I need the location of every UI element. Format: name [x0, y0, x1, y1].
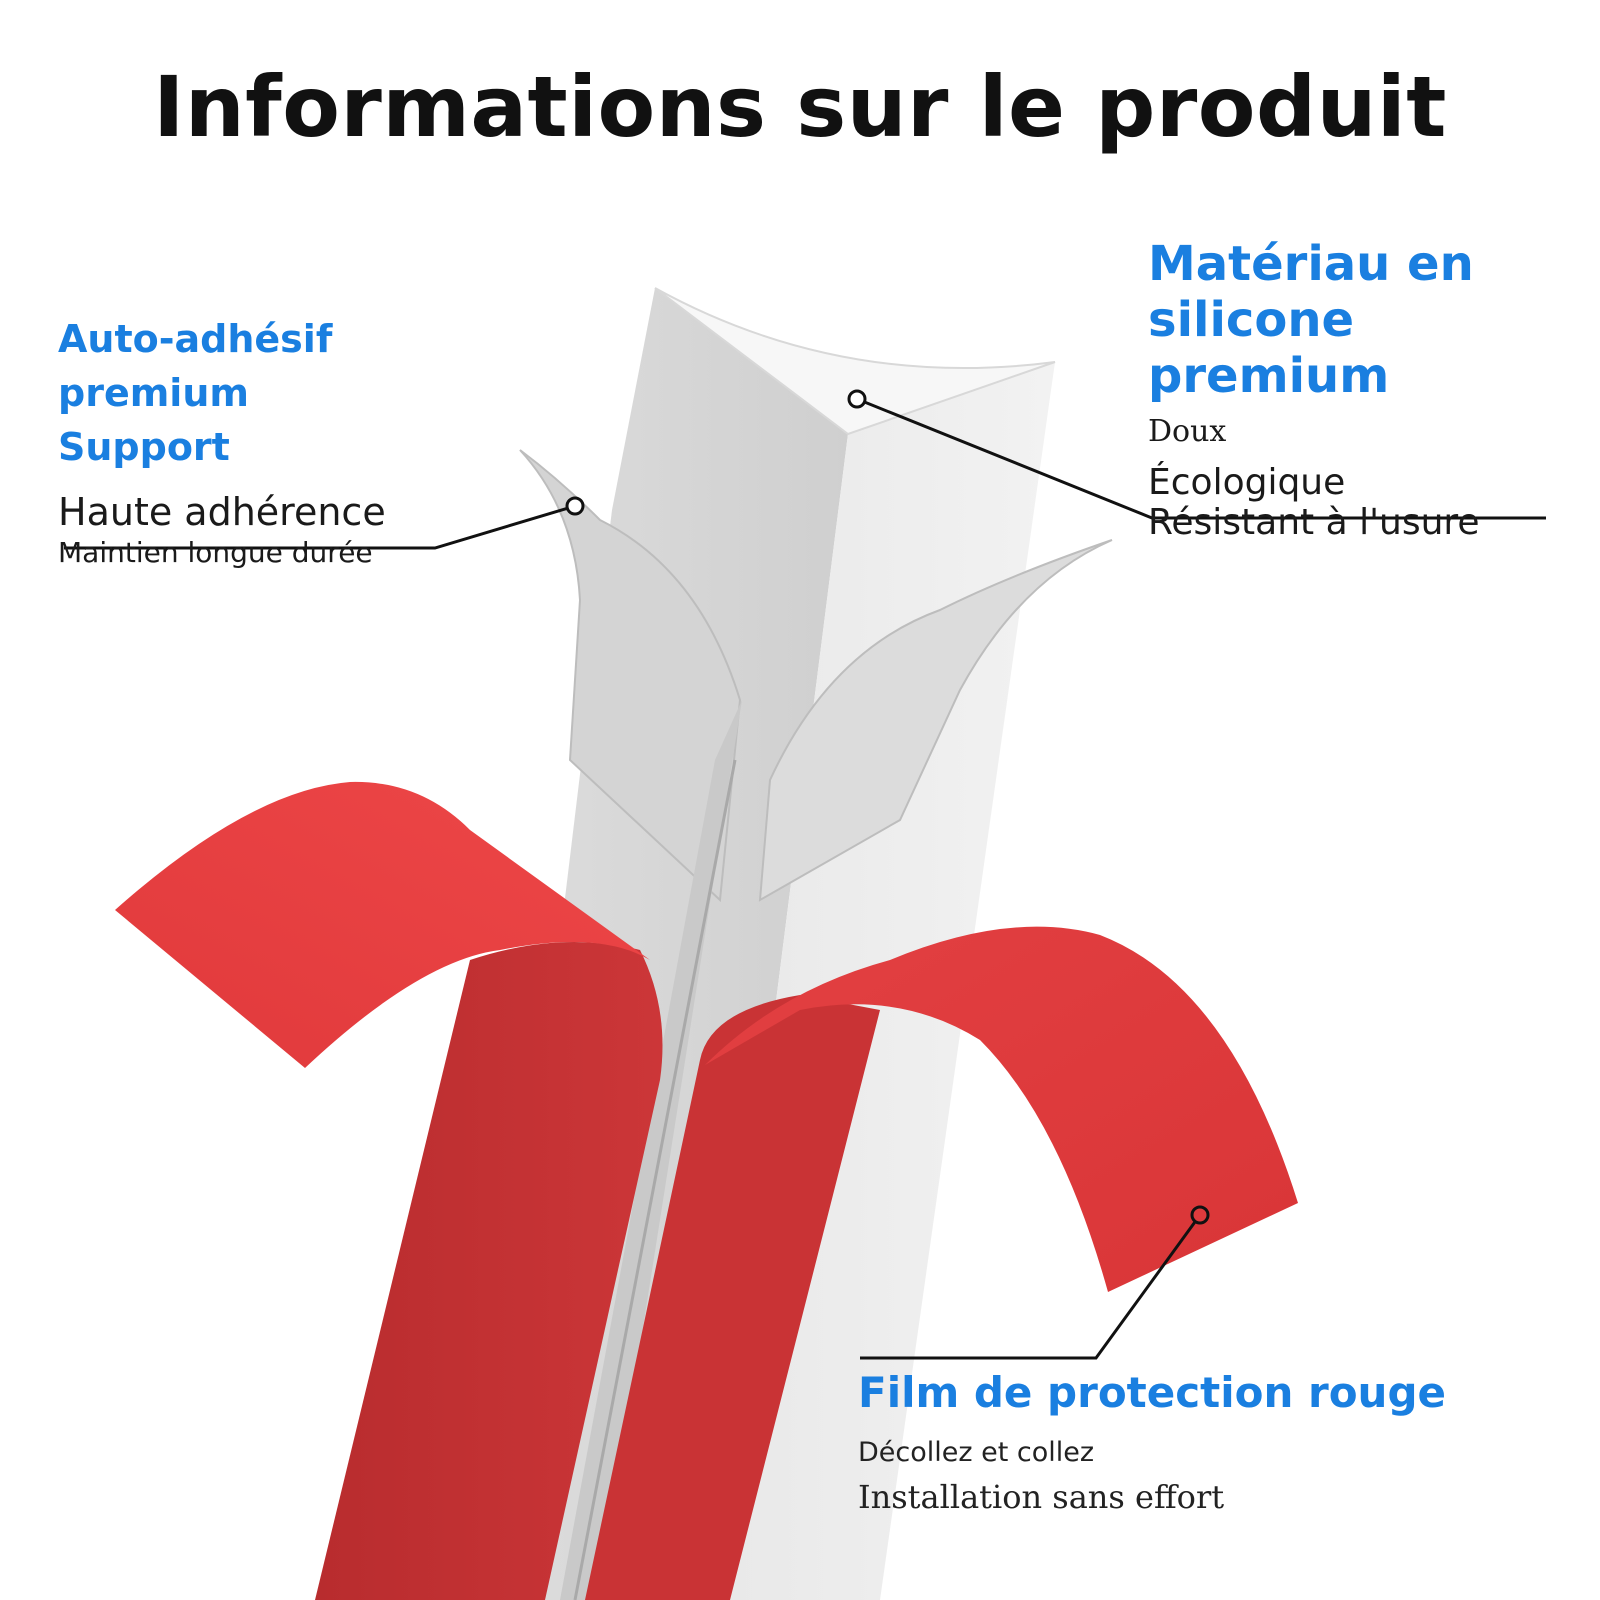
right-adhesive-flap — [758, 539, 1113, 902]
center-edge — [560, 700, 742, 1600]
leader-bottom — [860, 1214, 1202, 1360]
callout-adhesive-line-1: Haute adhérence — [58, 490, 386, 534]
leader-dot-left — [565, 496, 585, 516]
leader-dot-right — [847, 389, 867, 409]
callout-film: Film de protection rouge Décollez et col… — [858, 1368, 1558, 1516]
leader-lines — [64, 397, 1546, 1360]
leader-dot-bottom — [1190, 1205, 1210, 1225]
callout-silicone-heading-1: Matériau en — [1148, 236, 1474, 292]
callout-silicone: Matériau en silicone premium Doux Écolog… — [1148, 236, 1588, 543]
callout-film-line-2: Installation sans effort — [858, 1478, 1225, 1516]
leader-dots — [565, 389, 1210, 1225]
callout-silicone-line-2: Écologique — [1148, 462, 1346, 503]
callout-film-heading: Film de protection rouge — [858, 1368, 1446, 1417]
red-film-right-flap — [705, 926, 1298, 1292]
callout-silicone-line-3: Résistant à l'usure — [1148, 502, 1480, 543]
callout-adhesive-heading-1: Auto-adhésif premium — [58, 317, 333, 415]
page-title: Informations sur le produit — [153, 58, 1447, 156]
red-film-right-strip — [585, 995, 880, 1600]
callout-adhesive-line-2: Maintien longue durée — [58, 536, 373, 569]
red-film-left-strip — [315, 942, 663, 1600]
callout-adhesive: Auto-adhésif premium Support Haute adhér… — [58, 312, 518, 569]
callout-adhesive-heading-2: Support — [58, 425, 230, 469]
callout-film-line-1: Décollez et collez — [858, 1437, 1095, 1468]
callout-silicone-line-1: Doux — [1148, 414, 1227, 449]
silicone-top-cap — [654, 287, 1056, 436]
left-adhesive-flap — [519, 449, 742, 903]
callout-silicone-heading-2: silicone premium — [1148, 292, 1390, 404]
red-film-left-flap — [115, 781, 650, 1068]
leader-left — [64, 504, 576, 550]
leader-right — [856, 397, 1546, 520]
